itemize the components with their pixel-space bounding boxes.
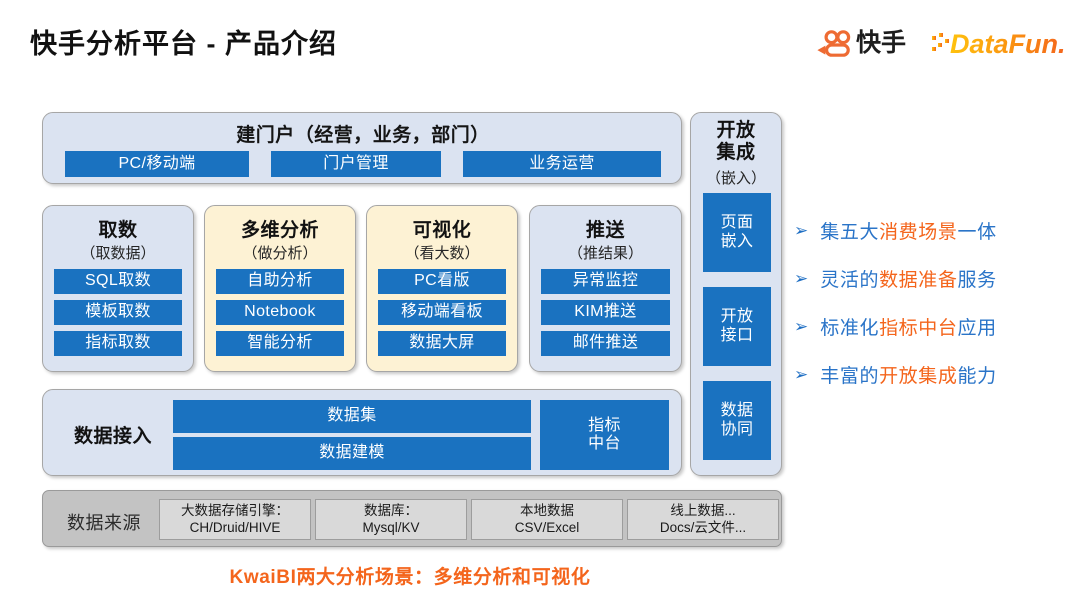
- scenario-column-visualization: 可视化 （看大数） PC看版 移动端看板 数据大屏: [366, 205, 518, 372]
- column-item[interactable]: 自助分析: [216, 269, 344, 294]
- column-item[interactable]: 邮件推送: [541, 331, 670, 356]
- open-integration-subtitle: （嵌入）: [705, 170, 766, 187]
- data-source-label: 数据来源: [67, 513, 141, 533]
- column-item[interactable]: 移动端看板: [378, 300, 506, 325]
- arrow-bullet-icon: ➢: [794, 316, 809, 336]
- data-access-label: 数据接入: [73, 426, 152, 447]
- data-access-item-dataset[interactable]: 数据集: [173, 400, 531, 433]
- column-item[interactable]: 指标取数: [54, 331, 182, 356]
- portal-panel: 建门户（经营，业务，部门） PC/移动端 门户管理 业务运营: [42, 112, 682, 184]
- list-item: ➢ 丰富的开放集成能力: [794, 350, 1070, 398]
- architecture-diagram: 建门户（经营，业务，部门） PC/移动端 门户管理 业务运营 取数 （取数据） …: [42, 112, 782, 547]
- list-item: ➢ 灵活的数据准备服务: [794, 254, 1070, 302]
- data-access-item-modeling[interactable]: 数据建模: [173, 437, 531, 470]
- arrow-bullet-icon: ➢: [794, 220, 809, 240]
- data-access-panel: 数据接入 数据集 数据建模 指标 中台: [42, 389, 682, 476]
- data-source-line1: 大数据存储引擎：: [181, 502, 289, 518]
- scenario-column-multidim-analysis: 多维分析 （做分析） 自助分析 Notebook 智能分析: [204, 205, 356, 372]
- data-source-item-database[interactable]: 数据库： Mysql/KV: [315, 499, 467, 540]
- arrow-bullet-icon: ➢: [794, 364, 809, 384]
- data-source-line2: CSV/Excel: [514, 519, 580, 535]
- logo-bar: 快手 DataFun.: [815, 26, 1066, 60]
- open-integration-item-data-collab[interactable]: 数据 协同: [703, 381, 771, 460]
- kuaishou-logo: 快手: [815, 28, 906, 57]
- column-item[interactable]: 异常监控: [541, 269, 670, 294]
- data-access-item-metrics-platform[interactable]: 指标 中台: [540, 400, 669, 470]
- column-title: 多维分析: [240, 220, 319, 241]
- data-source-line1: 线上数据...: [670, 502, 736, 518]
- page-title: 快手分析平台 - 产品介绍: [30, 29, 337, 59]
- bullet-text: 集五大消费场景一体: [820, 221, 997, 243]
- kuaishou-wordmark: 快手: [855, 28, 906, 57]
- data-source-line1: 数据库：: [364, 502, 418, 518]
- bullet-text: 灵活的数据准备服务: [820, 269, 997, 291]
- data-source-line2: CH/Druid/HIVE: [189, 519, 281, 535]
- data-source-panel: 数据来源 大数据存储引擎： CH/Druid/HIVE 数据库： Mysql/K…: [42, 490, 782, 547]
- portal-item-business-operation[interactable]: 业务运营: [463, 151, 661, 177]
- column-subtitle: （取数据）: [80, 245, 156, 262]
- data-source-line2: Docs/云文件...: [659, 519, 747, 535]
- datafun-logo: DataFun.: [932, 29, 1066, 59]
- slide-header: 快手分析平台 - 产品介绍 快手: [0, 0, 1080, 92]
- list-item: ➢ 标准化指标中台应用: [794, 302, 1070, 350]
- list-item: ➢ 集五大消费场景一体: [794, 206, 1070, 254]
- scenario-column-push: 推送 （推结果） 异常监控 KIM推送 邮件推送: [529, 205, 682, 372]
- data-source-item-local-data[interactable]: 本地数据 CSV/Excel: [471, 499, 623, 540]
- column-subtitle: （看大数）: [404, 245, 480, 262]
- arrow-bullet-icon: ➢: [794, 268, 809, 288]
- column-item[interactable]: 智能分析: [216, 331, 344, 356]
- scenario-column-data-fetch: 取数 （取数据） SQL取数 模板取数 指标取数: [42, 205, 194, 372]
- portal-panel-title: 建门户（经营，业务，部门）: [236, 125, 490, 146]
- kuaishou-camera-icon: [817, 29, 851, 57]
- column-item[interactable]: 模板取数: [54, 300, 182, 325]
- column-item[interactable]: KIM推送: [541, 300, 670, 325]
- open-integration-item-page-embed[interactable]: 页面 嵌入: [703, 193, 771, 272]
- column-title: 可视化: [412, 220, 472, 241]
- data-source-line1: 本地数据: [520, 502, 574, 518]
- bullet-text: 丰富的开放集成能力: [820, 365, 997, 387]
- portal-item-pc-mobile[interactable]: PC/移动端: [65, 151, 249, 177]
- column-subtitle: （推结果）: [567, 245, 643, 262]
- open-integration-item-open-api[interactable]: 开放 接口: [703, 287, 771, 366]
- column-title: 推送: [585, 220, 625, 241]
- feature-bullet-list: ➢ 集五大消费场景一体 ➢ 灵活的数据准备服务 ➢ 标准化指标中台应用 ➢ 丰富…: [794, 206, 1070, 398]
- column-item[interactable]: PC看版: [378, 269, 506, 294]
- column-title: 取数: [98, 220, 138, 241]
- open-integration-panel: 开放 集成 （嵌入） 页面 嵌入 开放 接口 数据 协同: [690, 112, 782, 476]
- data-source-item-online-data[interactable]: 线上数据... Docs/云文件...: [627, 499, 779, 540]
- slide-caption: KwaiBI两大分析场景：多维分析和可视化: [229, 567, 591, 588]
- column-subtitle: （做分析）: [242, 245, 318, 262]
- portal-item-portal-management[interactable]: 门户管理: [271, 151, 441, 177]
- open-integration-title: 开放 集成: [716, 120, 756, 164]
- column-item[interactable]: 数据大屏: [378, 331, 506, 356]
- svg-text:DataFun.: DataFun.: [950, 29, 1066, 59]
- bullet-text: 标准化指标中台应用: [820, 317, 997, 339]
- column-item[interactable]: Notebook: [216, 300, 344, 325]
- data-source-item-bigdata-engine[interactable]: 大数据存储引擎： CH/Druid/HIVE: [159, 499, 311, 540]
- column-item[interactable]: SQL取数: [54, 269, 182, 294]
- data-source-line2: Mysql/KV: [362, 519, 420, 535]
